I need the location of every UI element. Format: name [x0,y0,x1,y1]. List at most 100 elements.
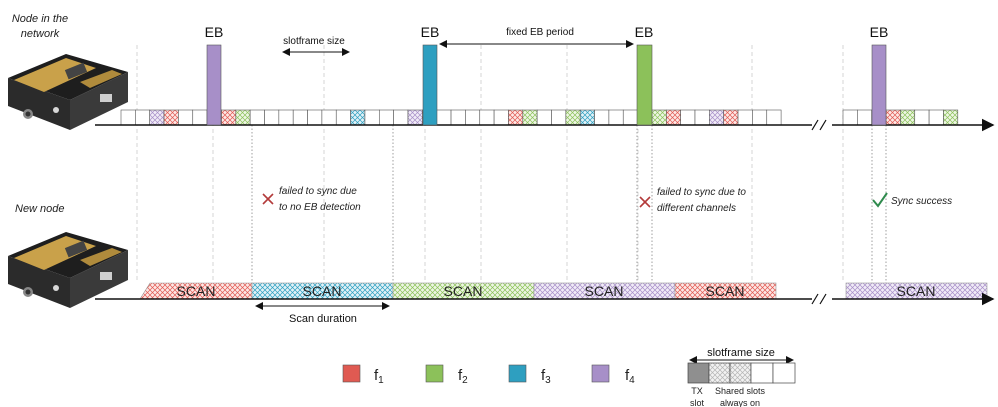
cross-mark-icon-2 [639,196,651,208]
scan-label-4: SCAN [585,283,624,299]
network-slot [120,109,136,126]
eb-bar-f4-2 [871,44,887,126]
new-node-label: New node [15,203,65,215]
slotframe-size-label: slotframe size [283,36,345,47]
network-slot [465,109,481,126]
network-slot [914,109,930,126]
legend-empty-slot-2 [772,362,796,384]
eb-bar-f4-1 [206,44,222,126]
legend-swatch-f1 [342,364,361,383]
network-slot [264,109,280,126]
scan-duration-label: Scan duration [289,313,357,325]
network-slot [709,109,724,126]
legend-label-f4: f4 [625,367,635,386]
timeline-break-bottom [811,293,827,305]
network-slot [943,109,959,126]
network-slot [450,109,466,126]
network-slot [622,109,638,126]
legend-tx-slot [687,362,710,384]
network-timeline: EB EB EB EB slotframe size fixed EB peri… [95,24,995,132]
scan-label-1: SCAN [177,283,216,299]
legend-swatch-f3 [508,364,527,383]
network-slot [292,109,308,126]
network-slot [335,109,351,126]
network-slot [723,109,739,126]
scan-label-2: SCAN [303,283,342,299]
eb-label-2: EB [421,24,440,40]
fail-channels-line1: failed to sync due to [657,187,746,198]
network-slot [928,109,944,126]
legend-shared-line2: always on [720,398,760,407]
network-slot [565,109,581,126]
legend-shared-line1: Shared slots [715,386,766,396]
new-node-timeline: SCAN SCAN SCAN SCAN SCAN SCAN Scan durat… [95,282,995,325]
fail-no-eb-line2: to no EB detection [279,202,361,213]
scan-label-5: SCAN [706,283,745,299]
network-slot-row [120,109,959,126]
legend-tx-slot-line1: TX [691,386,703,396]
network-slot [135,109,151,126]
legend-empty-slot-1 [750,362,774,384]
network-slot [235,109,251,126]
network-node-label-line1: Node in the [12,13,68,25]
eb-bar-f2 [636,44,653,126]
network-slot [522,109,538,126]
cross-mark-icon [262,193,274,205]
network-slot [149,109,165,126]
network-slot [694,109,710,126]
network-slot [407,109,423,126]
network-slot [680,109,696,126]
scan-label-6: SCAN [897,283,936,299]
network-slot [249,109,265,126]
device-image-network-node [8,54,128,130]
eb-label-3: EB [635,24,654,40]
network-slot [842,109,858,126]
fail-no-eb-line1: failed to sync due [279,186,357,197]
network-slot [378,109,394,126]
network-slot [651,109,667,126]
network-slot [221,109,237,126]
legend-swatch-f4 [591,364,610,383]
network-node-label-line2: network [21,28,60,40]
check-mark-icon [872,192,888,208]
legend-label-f1: f1 [374,367,384,386]
network-slot [321,109,337,126]
fixed-eb-period-label: fixed EB period [506,27,574,38]
scan-label-3: SCAN [444,283,483,299]
network-slot [436,109,452,126]
network-slot [551,109,567,126]
network-slot [508,109,524,126]
guide-lines [136,45,844,282]
legend-swatch-f2 [425,364,444,383]
network-slot [885,109,901,126]
network-slot [857,109,872,126]
fail-channels-line2: different channels [657,203,736,214]
network-slot [393,109,409,126]
network-slot [536,109,552,126]
network-slot [737,109,753,126]
sync-success-label: Sync success [891,196,952,207]
network-slot [350,109,366,126]
network-slot [192,109,208,126]
network-slot [665,109,681,126]
legend-label-f2: f2 [458,367,468,386]
legend-slotframe-size-label: slotframe size [707,347,775,359]
timeline-break-top [811,119,827,131]
network-slot [278,109,294,126]
network-slot [900,109,916,126]
legend-shared-slot-1 [708,362,731,384]
legend-shared-slot-2 [729,362,752,384]
eb-label-4: EB [870,24,889,40]
network-slot [766,109,782,126]
network-slot [608,109,624,126]
network-slot [364,109,380,126]
network-slot [479,109,495,126]
network-slot [307,109,323,126]
eb-label-1: EB [205,24,224,40]
legend-label-f3: f3 [541,367,551,386]
device-image-new-node [8,232,128,308]
network-slot [163,109,179,126]
network-slot [752,109,768,126]
alignment-lines [251,125,887,300]
